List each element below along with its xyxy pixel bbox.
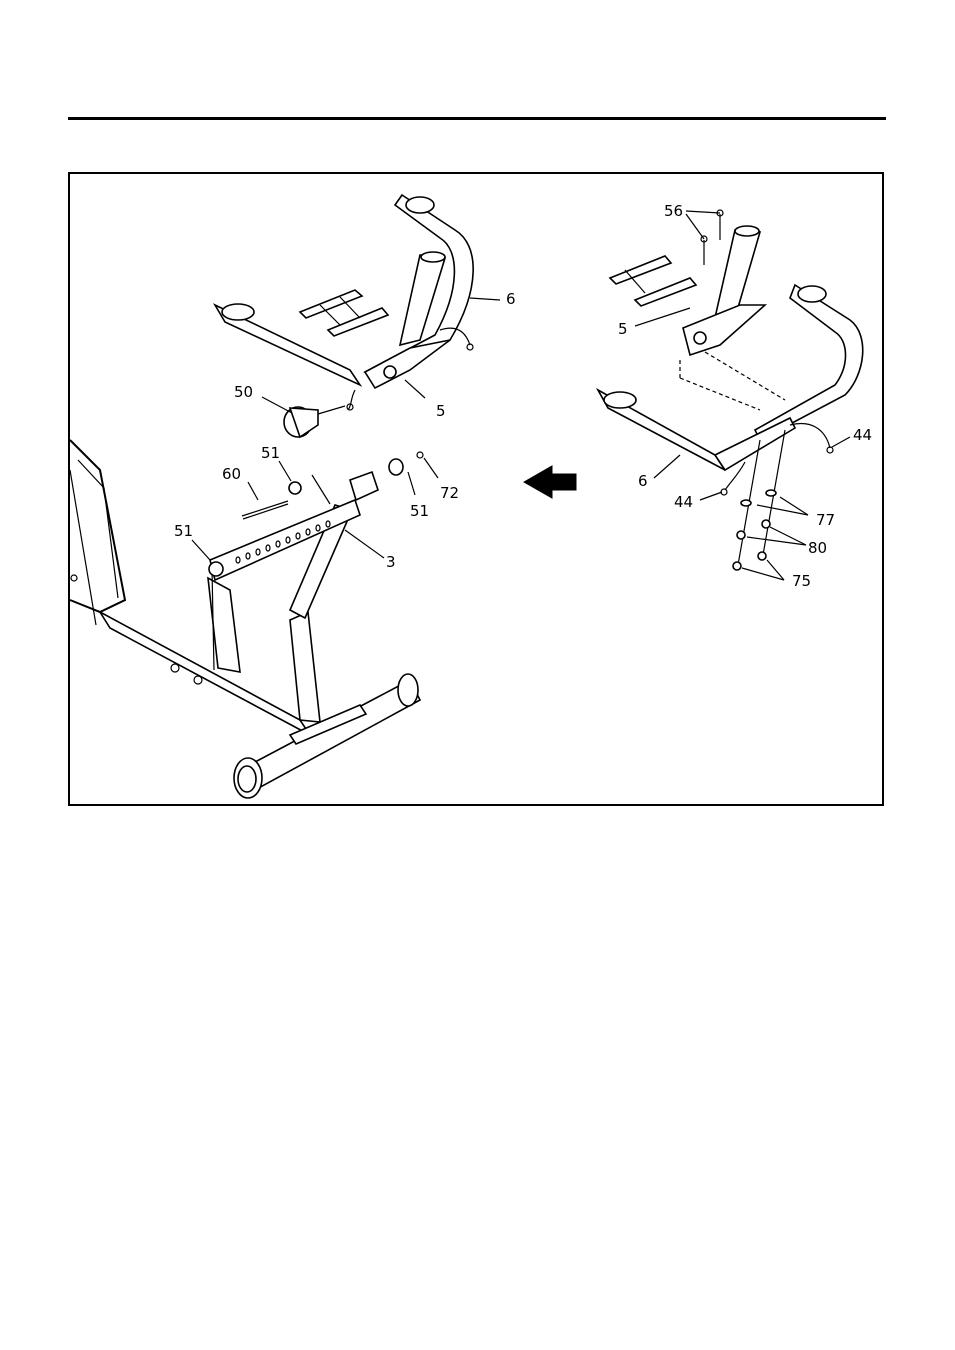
callout-44: 44 xyxy=(674,493,693,511)
callout-60: 60 xyxy=(222,465,241,483)
upright-frame-part-3 xyxy=(100,472,378,735)
callout-6: 6 xyxy=(506,290,516,308)
callout-75: 75 xyxy=(792,572,811,590)
callout-44: 44 xyxy=(853,426,872,444)
bracket-part-5-right xyxy=(610,226,765,355)
callout-56: 56 xyxy=(664,202,683,220)
callout-50: 50 xyxy=(234,383,253,401)
callout-6: 6 xyxy=(638,472,648,490)
direction-arrow xyxy=(524,466,576,498)
callout-51: 51 xyxy=(410,502,429,520)
callout-5: 5 xyxy=(618,320,628,338)
left-assembly xyxy=(70,195,500,798)
callout-3: 3 xyxy=(386,553,396,571)
bolts-part-56 xyxy=(701,210,723,265)
front-stabilizer xyxy=(234,674,420,798)
handlebar-part-6 xyxy=(215,195,473,385)
callout-77: 77 xyxy=(816,511,835,529)
callout-5: 5 xyxy=(436,402,446,420)
callout-51: 51 xyxy=(261,444,280,462)
callout-80: 80 xyxy=(808,539,827,557)
callout-51: 51 xyxy=(174,522,193,540)
knob-part-50 xyxy=(284,406,345,437)
console-panel xyxy=(70,440,125,625)
callout-72: 72 xyxy=(440,484,459,502)
